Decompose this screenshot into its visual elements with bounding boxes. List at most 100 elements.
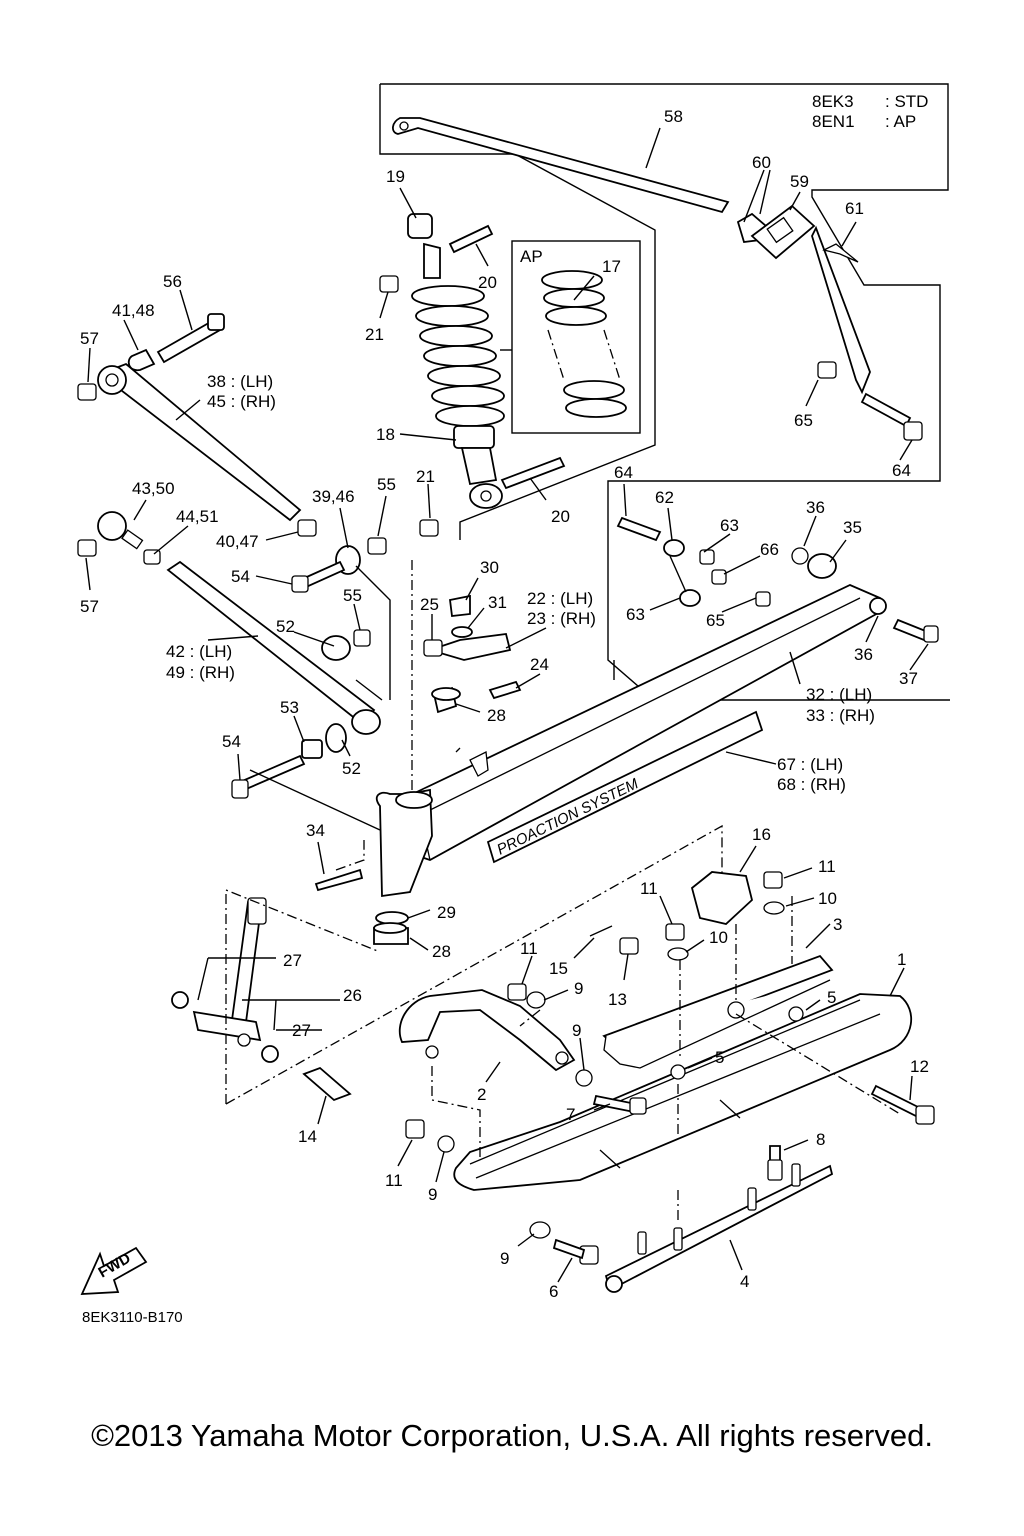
callout-65-lower: 65 xyxy=(706,611,725,630)
callout-2: 2 xyxy=(477,1085,486,1104)
callout-10-a: 10 xyxy=(818,889,837,908)
callout-20-upper: 20 xyxy=(478,273,497,292)
callout-38-lh: 38 : (LH) xyxy=(207,372,273,391)
callout-1: 1 xyxy=(897,950,906,969)
callout-54-lower: 54 xyxy=(222,732,241,751)
callout-9-d: 9 xyxy=(500,1249,509,1268)
callout-4: 4 xyxy=(740,1272,749,1291)
ap-inset-label: AP xyxy=(520,247,543,266)
callout-5-b: 5 xyxy=(715,1048,724,1067)
callout-68-rh: 68 : (RH) xyxy=(777,775,846,794)
callout-22-lh: 22 : (LH) xyxy=(527,589,593,608)
diagram-code: 8EK3110-B170 xyxy=(82,1309,183,1326)
ap-spring-inset: AP xyxy=(500,240,641,434)
stabilizer-bar xyxy=(392,117,871,395)
legend-code-ap: 8EN1 xyxy=(812,112,855,131)
callout-67-lh: 67 : (LH) xyxy=(777,755,843,774)
fwd-arrow-icon: FWD xyxy=(80,1246,148,1295)
callout-9-c: 9 xyxy=(428,1185,437,1204)
callout-14: 14 xyxy=(298,1127,317,1146)
callout-16: 16 xyxy=(752,825,771,844)
callout-62: 62 xyxy=(655,488,674,507)
callout-23-rh: 23 : (RH) xyxy=(527,609,596,628)
callout-11-d: 11 xyxy=(385,1171,403,1190)
callout-29: 29 xyxy=(437,903,456,922)
lower-radius-rod xyxy=(77,511,387,799)
callout-28-lower: 28 xyxy=(432,942,451,961)
callout-64-left: 64 xyxy=(614,463,633,482)
callout-19: 19 xyxy=(386,167,405,186)
callout-17: 17 xyxy=(602,257,621,276)
callout-53: 53 xyxy=(280,698,299,717)
callout-27-lower: 27 xyxy=(292,1021,311,1040)
copyright-notice: ©2013 Yamaha Motor Corporation, U.S.A. A… xyxy=(91,1418,933,1453)
callout-42-lh: 42 : (LH) xyxy=(166,642,232,661)
callout-54-upper: 54 xyxy=(231,567,250,586)
callout-31: 31 xyxy=(488,593,507,612)
callout-36-lower: 36 xyxy=(854,645,873,664)
steering-spindle xyxy=(171,897,352,1102)
callout-58: 58 xyxy=(664,107,683,126)
callout-10-b: 10 xyxy=(709,928,728,947)
callout-39-46: 39,46 xyxy=(312,487,355,506)
callout-34: 34 xyxy=(306,821,325,840)
callout-55-upper: 55 xyxy=(377,475,396,494)
callout-7: 7 xyxy=(566,1105,575,1124)
callout-40-47: 40,47 xyxy=(216,532,259,551)
callout-66: 66 xyxy=(760,540,779,559)
alignment-lines xyxy=(225,560,901,1220)
callout-52-upper: 52 xyxy=(276,617,295,636)
callout-15: 15 xyxy=(549,959,568,978)
callout-9-a: 9 xyxy=(574,979,583,998)
callout-32-lh: 32 : (LH) xyxy=(806,685,872,704)
shock-absorber xyxy=(379,213,566,537)
callout-21-lower: 21 xyxy=(416,467,435,486)
callout-61: 61 xyxy=(845,199,864,218)
callout-26: 26 xyxy=(343,986,362,1005)
legend-value-std: : STD xyxy=(885,92,928,111)
callout-57-lower: 57 xyxy=(80,597,99,616)
callout-30: 30 xyxy=(480,558,499,577)
callout-9-b: 9 xyxy=(572,1021,581,1040)
callout-28-upper: 28 xyxy=(487,706,506,725)
callout-65-upper: 65 xyxy=(794,411,813,430)
bar-clamp-parts xyxy=(736,169,859,263)
callout-11-c: 11 xyxy=(520,939,538,958)
callout-18: 18 xyxy=(376,425,395,444)
callout-8: 8 xyxy=(816,1130,825,1149)
callout-24: 24 xyxy=(530,655,549,674)
callout-25: 25 xyxy=(420,595,439,614)
leader-lines xyxy=(85,187,929,1283)
callout-5-a: 5 xyxy=(827,988,836,1007)
callout-36-upper: 36 xyxy=(806,498,825,517)
callout-3: 3 xyxy=(833,915,842,934)
callout-41-48: 41,48 xyxy=(112,301,155,320)
callout-11-b: 11 xyxy=(640,879,658,898)
callout-35: 35 xyxy=(843,518,862,537)
spring-coils xyxy=(411,285,505,427)
callout-60: 60 xyxy=(752,153,771,172)
callout-49-rh: 49 : (RH) xyxy=(166,663,235,682)
callout-6: 6 xyxy=(549,1282,558,1301)
callout-labels: 58 60 59 61 19 20 21 17 56 41,48 57 38 :… xyxy=(80,107,929,1301)
variant-frame: 8EK3 : STD 8EN1 : AP xyxy=(379,83,950,701)
ski-assembly xyxy=(398,871,935,1293)
callout-45-rh: 45 : (RH) xyxy=(207,392,276,411)
callout-64-right: 64 xyxy=(892,461,911,480)
callout-63-upper: 63 xyxy=(720,516,739,535)
upper-radius-rod xyxy=(77,313,317,537)
callout-21-upper: 21 xyxy=(365,325,384,344)
main-suspension-arm: PROACTION SYSTEM xyxy=(399,547,939,864)
callout-20-lower: 20 xyxy=(551,507,570,526)
callout-59: 59 xyxy=(790,172,809,191)
callout-27-upper: 27 xyxy=(283,951,302,970)
legend-value-ap: : AP xyxy=(885,112,916,131)
callout-43-50: 43,50 xyxy=(132,479,175,498)
spindle-area xyxy=(314,594,522,945)
callout-13: 13 xyxy=(608,990,627,1009)
callout-57-upper: 57 xyxy=(80,329,99,348)
callout-37: 37 xyxy=(899,669,918,688)
link-assembly xyxy=(616,361,923,607)
callout-44-51: 44,51 xyxy=(176,507,219,526)
